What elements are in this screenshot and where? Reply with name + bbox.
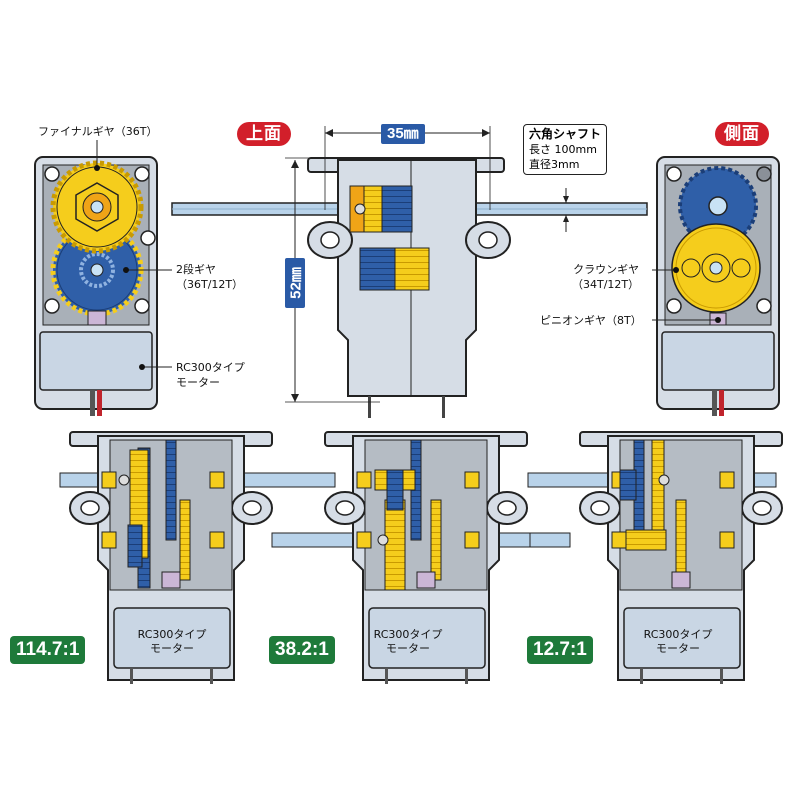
screw-hole bbox=[140, 230, 156, 246]
height-dimension-badge: 52㎜ bbox=[285, 258, 305, 308]
bearing bbox=[101, 471, 117, 489]
ratio-badge-2: 38.2:1 bbox=[269, 636, 335, 664]
config-1-motor-type: RC300タイプ bbox=[137, 628, 207, 641]
pinion-gear bbox=[671, 571, 691, 589]
config-2-motor-word: モーター bbox=[386, 642, 430, 655]
pinion-gear bbox=[161, 571, 181, 589]
blue-gear bbox=[619, 469, 637, 501]
hex-shaft-info-box: 六角シャフト 長さ 100mm 直径3mm bbox=[523, 124, 608, 175]
side-view-badge: 側面 bbox=[715, 122, 769, 146]
motor-wire bbox=[720, 668, 723, 684]
motor-wire bbox=[210, 668, 213, 684]
shaft-hub bbox=[118, 474, 130, 486]
config-3-motor-type: RC300タイプ bbox=[643, 628, 713, 641]
bearing bbox=[356, 471, 372, 489]
crown-gear-label: クラウンギヤ （34T/12T） bbox=[572, 262, 639, 292]
top-view-badge: 上面 bbox=[237, 122, 291, 146]
motor bbox=[113, 607, 231, 669]
two-stage-gear-label: 2段ギヤ （36T/12T） bbox=[176, 262, 243, 292]
screw-hole bbox=[134, 298, 150, 314]
screw-hole bbox=[44, 298, 60, 314]
side-view-gearbox bbox=[652, 156, 780, 416]
top-view-gearbox bbox=[285, 126, 569, 418]
config-3-motor-label: RC300タイプ モーター bbox=[628, 628, 728, 656]
bearing bbox=[719, 471, 735, 489]
height-dimension-text: 52㎜ bbox=[287, 267, 305, 299]
ratio-badge-3: 12.7:1 bbox=[527, 636, 593, 664]
yellow-gear bbox=[384, 499, 406, 591]
gearbox-config-2 bbox=[324, 431, 528, 684]
screw-hole bbox=[134, 166, 150, 182]
config-1-motor-label: RC300タイプ モーター bbox=[122, 628, 222, 656]
ratio-badge-1: 114.7:1 bbox=[10, 636, 86, 664]
bearing bbox=[719, 531, 735, 549]
shaft-hub bbox=[377, 534, 389, 546]
motor-wire bbox=[640, 668, 643, 684]
yellow-gear bbox=[625, 529, 667, 551]
bearing bbox=[464, 471, 480, 489]
bearing bbox=[209, 471, 225, 489]
final-gear-label: ファイナルギヤ（36T） bbox=[38, 125, 158, 138]
blue-gear bbox=[386, 469, 404, 511]
motor-wire bbox=[465, 668, 468, 684]
motor bbox=[368, 607, 486, 669]
config-2-motor-label: RC300タイプ モーター bbox=[358, 628, 458, 656]
config-3-motor-word: モーター bbox=[656, 642, 700, 655]
hex-shaft-title: 六角シャフト bbox=[529, 127, 602, 141]
hex-shaft-diameter: 直径3mm bbox=[529, 158, 580, 171]
bearing bbox=[464, 531, 480, 549]
yellow-gear bbox=[675, 499, 687, 581]
blue-gear bbox=[165, 439, 177, 541]
hex-shaft-length: 長さ 100mm bbox=[529, 143, 597, 156]
motor bbox=[39, 331, 153, 391]
two-stage-gear-teeth: （36T/12T） bbox=[176, 278, 244, 291]
pinion-gear bbox=[416, 571, 436, 589]
bearing bbox=[611, 531, 627, 549]
pinion-gear bbox=[87, 310, 107, 326]
motor bbox=[661, 331, 775, 391]
front-view-gearbox bbox=[34, 140, 172, 416]
two-stage-gear-name: 2段ギヤ bbox=[176, 263, 216, 276]
motor-wire bbox=[130, 668, 133, 684]
gearbox-config-1 bbox=[69, 431, 273, 684]
config-1-motor-word: モーター bbox=[150, 642, 194, 655]
blue-gear bbox=[127, 524, 143, 568]
yellow-gear bbox=[179, 499, 191, 581]
crown-gear-name: クラウンギヤ bbox=[573, 263, 640, 276]
motor bbox=[623, 607, 741, 669]
motor-type: RC300タイプ bbox=[176, 361, 245, 374]
width-dimension-badge: 35㎜ bbox=[381, 124, 425, 144]
bearing bbox=[209, 531, 225, 549]
bearing bbox=[101, 531, 117, 549]
motor-word: モーター bbox=[176, 376, 220, 389]
motor-label: RC300タイプ モーター bbox=[176, 360, 245, 390]
gearbox-config-3 bbox=[579, 431, 783, 684]
crown-gear-teeth: （34T/12T） bbox=[572, 278, 640, 291]
shaft-hub bbox=[658, 474, 670, 486]
pinion-gear-label: ピニオンギヤ（8T） bbox=[540, 314, 642, 327]
config-2-motor-type: RC300タイプ bbox=[373, 628, 443, 641]
screw-hole bbox=[44, 166, 60, 182]
motor-wire bbox=[385, 668, 388, 684]
bearing bbox=[356, 531, 372, 549]
yellow-gear bbox=[430, 499, 442, 581]
